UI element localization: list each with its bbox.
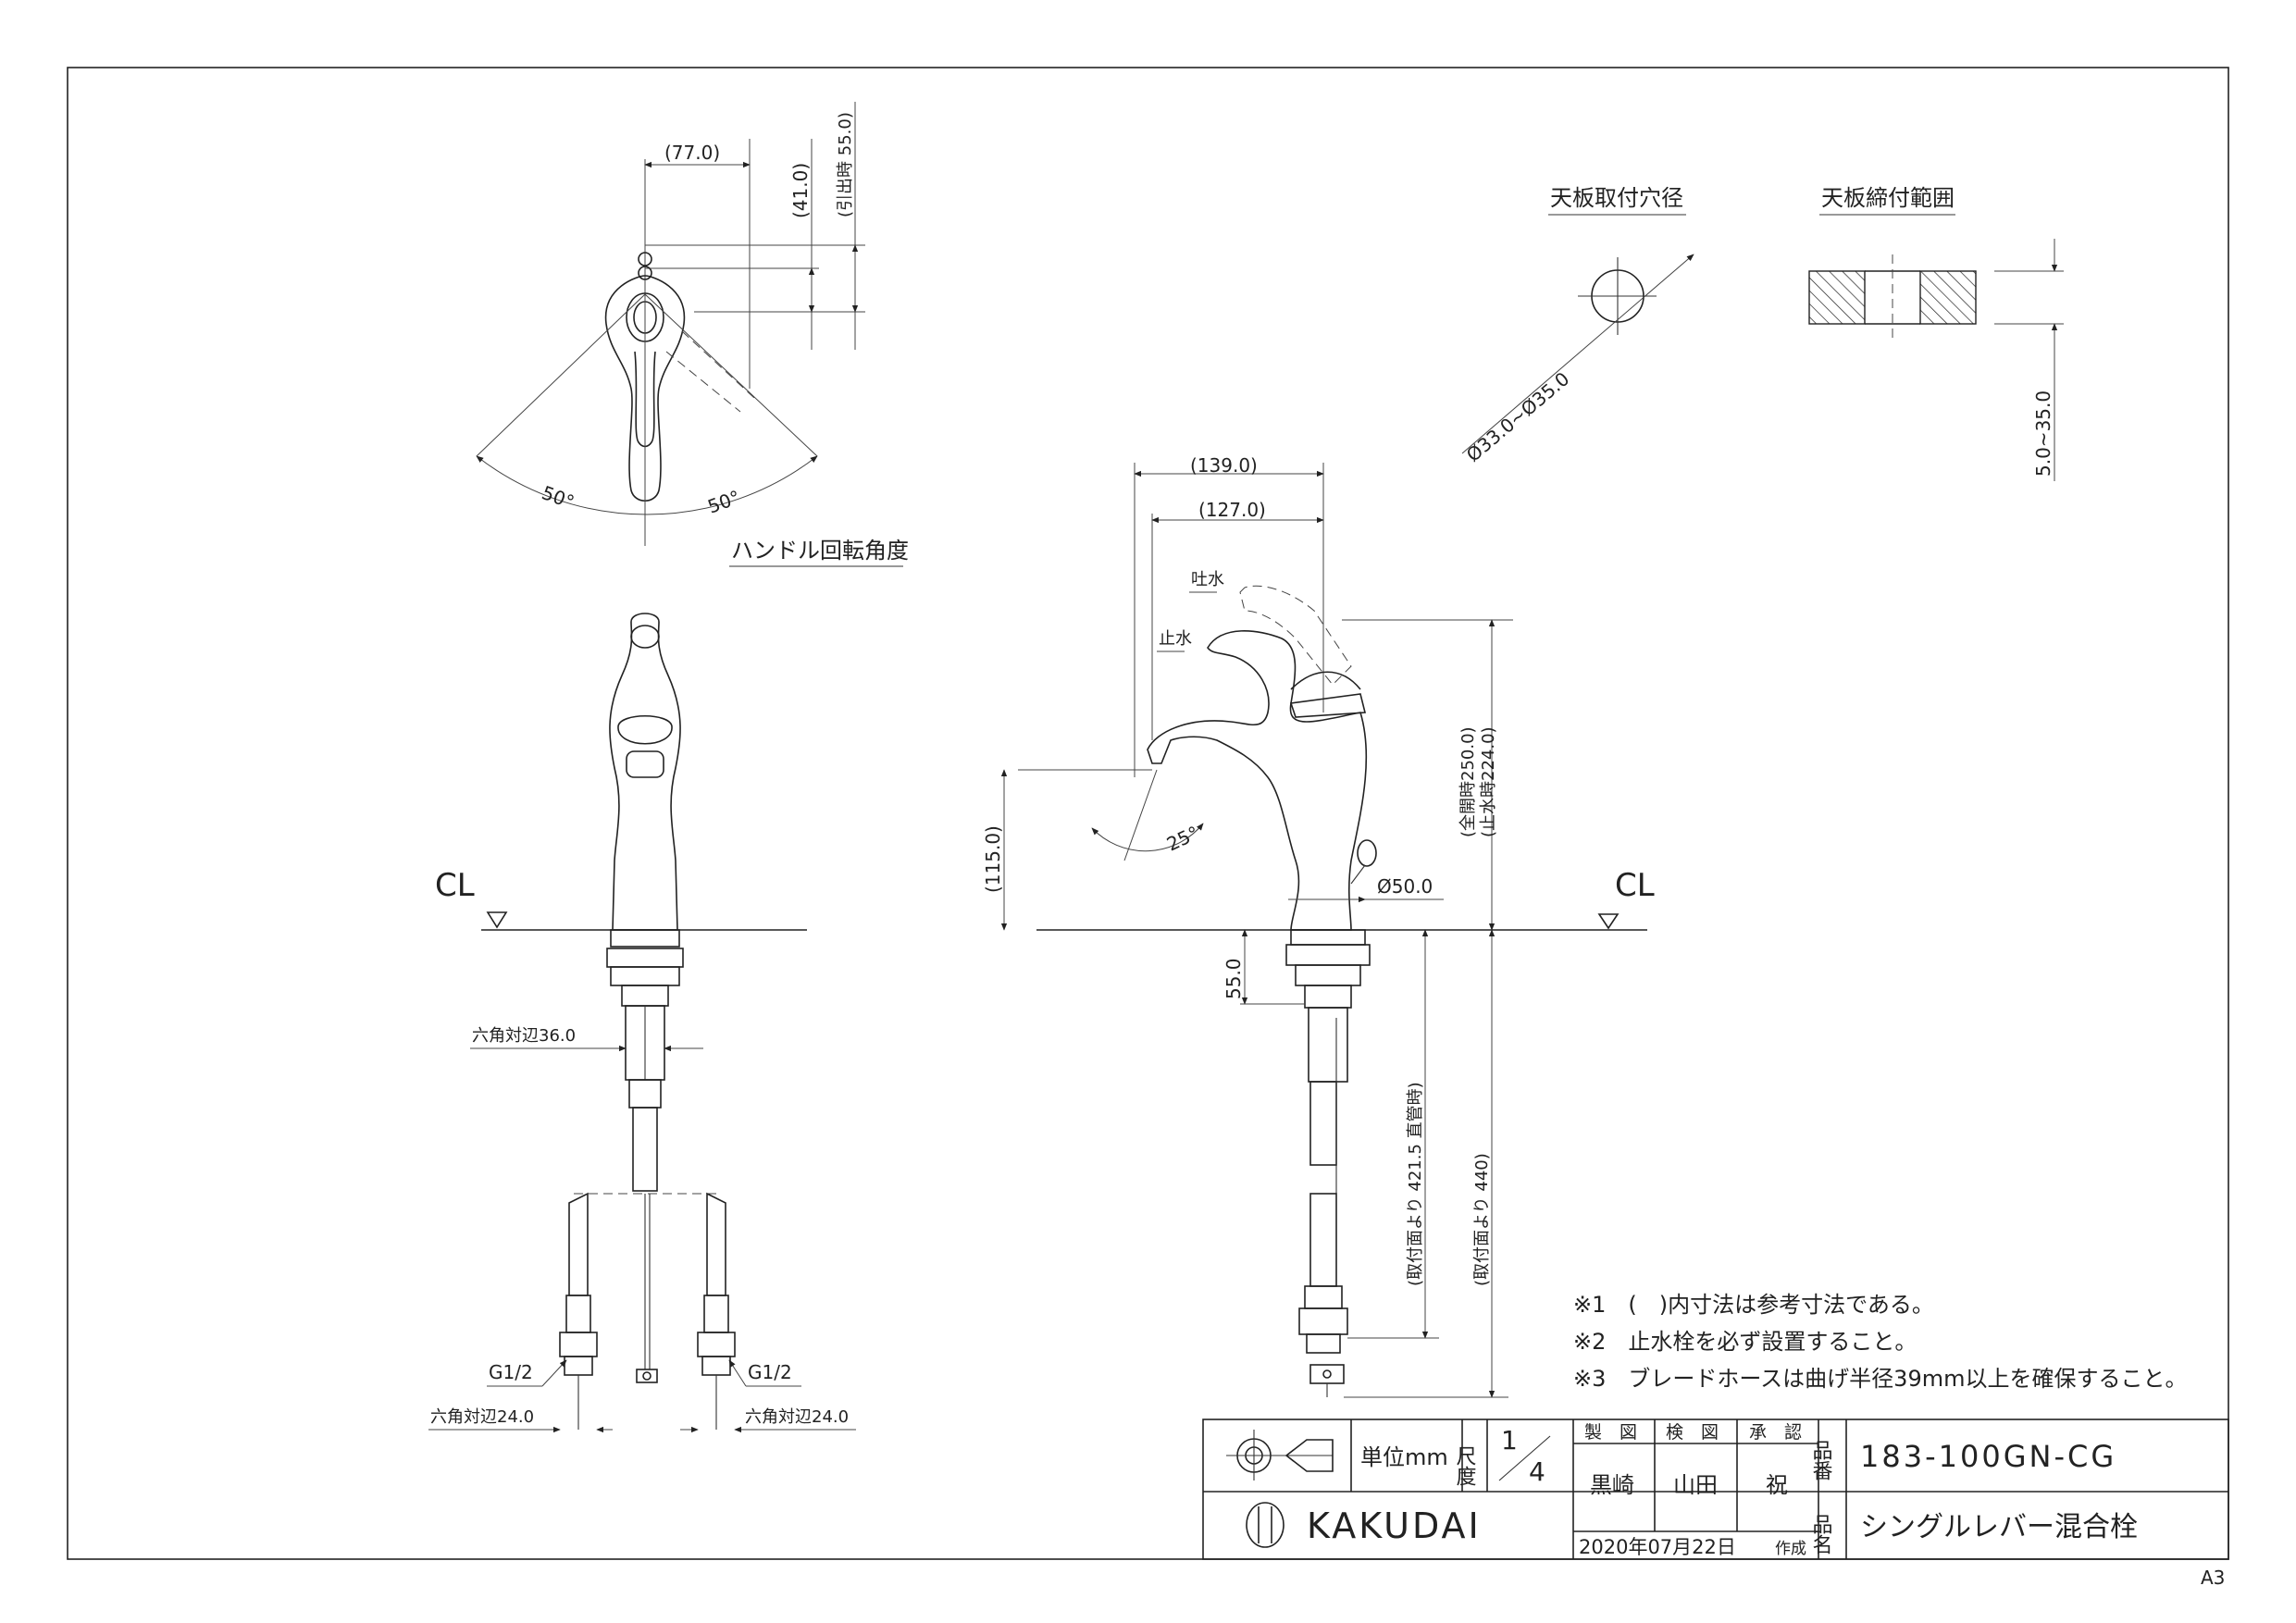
label-stop: 止水: [1159, 629, 1192, 649]
angle-25: 25°: [1163, 822, 1202, 856]
hole-dim: Ø33.0~Ø35.0: [1462, 367, 1574, 466]
sheet-border: [67, 67, 2229, 1560]
dim-440: (取付面より 440): [1472, 1153, 1492, 1286]
note-1: ※1 ( )内寸法は参考寸法である。: [1573, 1292, 1934, 1318]
front-view: CL 六角対辺36.0: [428, 613, 856, 1433]
paper-size: A3: [2201, 1567, 2225, 1589]
label-spout: 吐水: [1191, 570, 1224, 589]
projection-symbol-icon: [1226, 1430, 1334, 1481]
dim-77: (77.0): [664, 142, 720, 164]
dim-dia50: Ø50.0: [1377, 875, 1433, 898]
note-3: ※3 ブレードホースは曲げ半径39mm以上を確保すること。: [1573, 1366, 2187, 1392]
dim-4215: (取付面より 421.5 直管時): [1406, 1082, 1425, 1286]
hex24-left: 六角対辺24.0: [430, 1407, 534, 1427]
dim-41: (41.0): [789, 163, 812, 218]
dim-115: (115.0): [982, 825, 1004, 893]
cl-label-left: CL: [435, 867, 475, 904]
created: 作成: [1775, 1540, 1806, 1558]
part-name: シングルレバー混合栓: [1860, 1511, 2138, 1543]
dim-250: (全開時250.0): [1458, 726, 1478, 837]
title-block: 単位mm 尺度 1 4 製 図 検 図 承 認 黒崎 山田 祝 KAKUDAI …: [1202, 1419, 2229, 1560]
dim-55: 55.0: [1222, 958, 1245, 999]
name-check: 山田: [1673, 1472, 1718, 1498]
note-2: ※2 止水栓を必ず設置すること。: [1573, 1329, 1917, 1355]
kakudai-logo: KAKUDAI: [1246, 1502, 1482, 1548]
col-check: 検 図: [1666, 1422, 1719, 1443]
clamp-range-view: 天板締付範囲 5.0~35.0: [1808, 185, 2064, 481]
name-draw: 黒崎: [1590, 1472, 1634, 1498]
notes: ※1 ( )内寸法は参考寸法である。 ※2 止水栓を必ず設置すること。 ※3 ブ…: [1573, 1292, 2187, 1392]
hex24-right: 六角対辺24.0: [745, 1407, 849, 1427]
col-draw: 製 図: [1584, 1422, 1637, 1443]
dim-224: (止水時224.0): [1479, 726, 1498, 837]
g12-left: G1/2: [489, 1361, 533, 1383]
handle-rotation-caption: ハンドル回転角度: [731, 538, 909, 564]
part-name-label: 品名: [1809, 1514, 1832, 1555]
g12-right: G1/2: [748, 1361, 792, 1383]
dim-127: (127.0): [1198, 499, 1266, 521]
hole-diameter-view: 天板取付穴径 Ø33.0~Ø35.0: [1461, 185, 1694, 466]
range-dim: 5.0~35.0: [2032, 390, 2054, 477]
scale-den: 4: [1529, 1456, 1545, 1487]
top-view: (77.0) (41.0) (引出時 55.0) 50° 50° ハンドル回転角…: [476, 102, 909, 567]
company-name: KAKUDAI: [1307, 1505, 1482, 1546]
angle-right: 50°: [705, 486, 744, 518]
dim-55-draw: (引出時 55.0): [836, 112, 855, 217]
name-approve: 祝: [1766, 1472, 1788, 1498]
side-view: (139.0) (127.0) 吐水 止水 25°: [982, 454, 1655, 1398]
date: 2020年07月22日: [1579, 1536, 1736, 1558]
part-no-label: 品番: [1809, 1440, 1833, 1481]
hole-title: 天板取付穴径: [1550, 185, 1683, 211]
hex36-label: 六角対辺36.0: [472, 1026, 576, 1046]
scale-label: 尺度: [1453, 1445, 1477, 1486]
dim-139: (139.0): [1190, 454, 1258, 477]
range-title: 天板締付範囲: [1821, 185, 1955, 211]
cl-label-right: CL: [1615, 867, 1655, 904]
angle-left: 50°: [539, 481, 577, 514]
part-no: 183-100GN-CG: [1860, 1439, 2116, 1474]
col-approve: 承 認: [1749, 1422, 1802, 1443]
scale-num: 1: [1501, 1425, 1518, 1456]
unit-label: 単位mm: [1360, 1444, 1448, 1470]
